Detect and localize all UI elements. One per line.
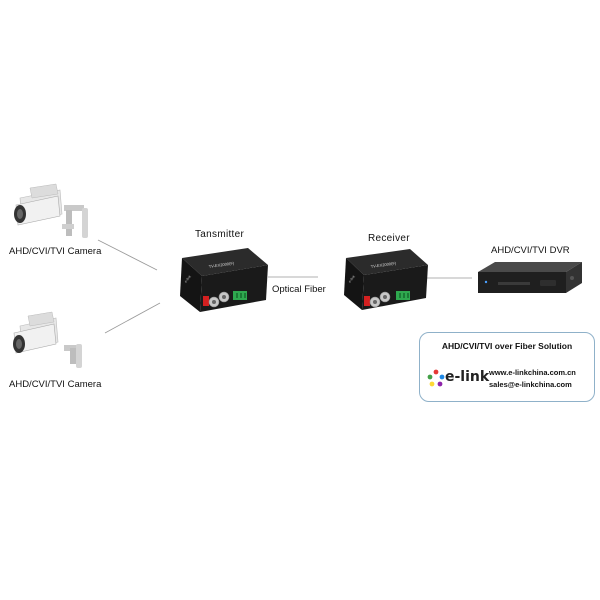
camera-1-label: AHD/CVI/TVI Camera (9, 246, 102, 257)
info-box: AHD/CVI/TVI over Fiber Solution e-link w… (419, 332, 595, 402)
transmitter-label: Tansmitter (195, 229, 245, 240)
info-box-title: AHD/CVI/TVI over Fiber Solution (441, 341, 573, 351)
dvr-label: AHD/CVI/TVI DVR (491, 245, 570, 256)
dvr-device (478, 262, 582, 293)
transmitter-side-logo: e-link (184, 274, 192, 283)
camera1-link-line (97, 239, 158, 271)
camera2-link-line (104, 302, 161, 334)
receiver-power-port (364, 296, 370, 306)
receiver-label: Receiver (368, 233, 410, 244)
receiver-device: e-link TV-EX2000(F) (344, 249, 428, 310)
camera-2-label: AHD/CVI/TVI Camera (9, 379, 102, 390)
receiver-side-logo: e-link (348, 274, 356, 283)
info-box-website[interactable]: www.e-linkchina.com.cn (489, 368, 576, 377)
transmitter-power-port (203, 296, 209, 306)
camera-2-icon (13, 311, 82, 368)
camera-1-icon (14, 183, 88, 238)
receiver-model-label: TV-EX2000(F) (370, 260, 397, 269)
optical-fiber-label: Optical Fiber (272, 284, 326, 295)
info-box-email[interactable]: sales@e-linkchina.com (489, 380, 572, 389)
info-box-brand: e-link (445, 369, 490, 385)
transmitter-device: e-link TV-EX2000(F) (180, 248, 268, 312)
transmitter-model-label: TV-EX2000(F) (208, 260, 235, 269)
e-link-logo-icon (427, 369, 445, 387)
